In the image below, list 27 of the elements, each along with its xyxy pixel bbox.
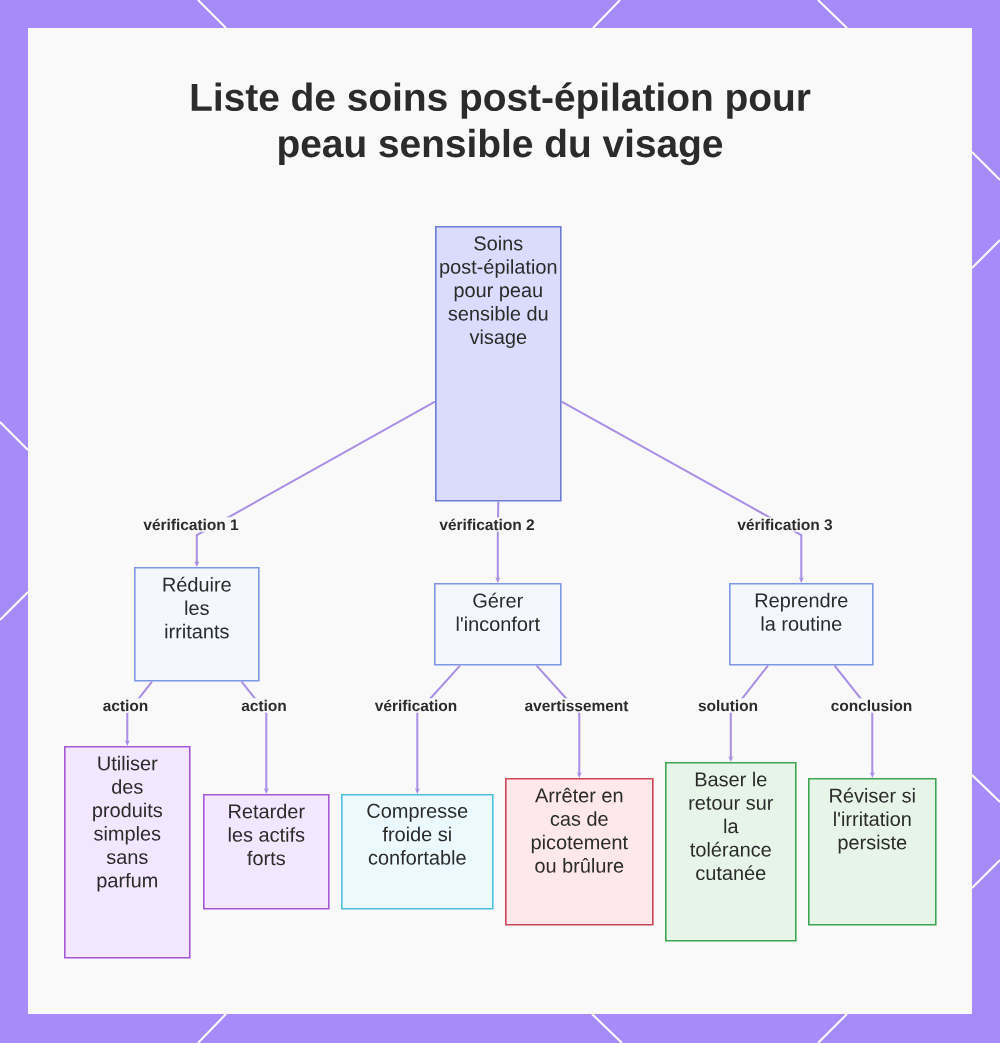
edge-label: vérification 3: [735, 517, 835, 532]
edge-label: solution: [696, 698, 760, 713]
edge-label: vérification 1: [141, 517, 241, 532]
step-box: Baser le retour sur la tolérance cutanée: [665, 762, 797, 942]
edge-label: action: [239, 698, 289, 713]
main-box: Soins post-épilation pour peau sensible du visage: [435, 226, 562, 502]
arrow: [240, 680, 269, 794]
title: Liste de soins post-épilation pour peau sensible du visage: [191, 82, 811, 166]
category-box: Gérer l'inconfort: [434, 583, 562, 666]
step-box: Utiliser des produits simples sans parfum: [64, 746, 191, 959]
edge-label: vérification: [373, 698, 459, 713]
step-box: Retarder les actifs forts: [203, 794, 330, 910]
arrow: [535, 664, 582, 778]
arrow: [728, 664, 769, 762]
category-box: Reprendre la routine: [729, 583, 874, 666]
step-box: Réviser si l'irritation persiste: [808, 778, 937, 926]
edge-label: avertissement: [523, 698, 630, 713]
edge-label: action: [101, 698, 150, 713]
edge-label: conclusion: [829, 698, 914, 713]
arrow: [560, 400, 804, 583]
step-box: Compresse froide si confortable: [341, 794, 494, 910]
arrow: [194, 400, 436, 567]
arrow: [833, 664, 875, 778]
edge-label: vérification 2: [437, 517, 537, 532]
step-box: Arrêter en cas de picotement ou brûlure: [505, 778, 654, 926]
category-box: Réduire les irritants: [134, 567, 260, 682]
arrow: [495, 500, 501, 583]
